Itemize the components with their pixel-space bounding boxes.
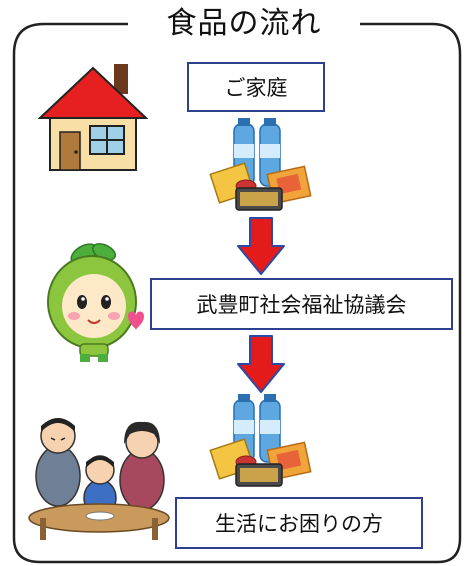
step-box-people-in-need: 生活にお困りの方: [175, 497, 423, 549]
step-label-people-in-need: 生活にお困りの方: [215, 512, 383, 536]
diagram-title: 食品の流れ: [128, 2, 360, 46]
flow-arrow-down-2: [237, 335, 285, 393]
house-icon: [38, 64, 148, 171]
food-delivery-icon: [209, 394, 312, 487]
step-label-household: ご家庭: [224, 76, 288, 100]
mascot-icon: [47, 243, 144, 362]
food-donation-icon: [209, 118, 312, 211]
family-icon: [28, 418, 170, 540]
step-box-welfare-council: 武豊町社会福祉協議会: [150, 278, 453, 330]
flow-arrow-down-1: [237, 217, 285, 275]
step-box-household: ご家庭: [187, 62, 325, 112]
step-label-welfare-council: 武豊町社会福祉協議会: [196, 293, 407, 317]
